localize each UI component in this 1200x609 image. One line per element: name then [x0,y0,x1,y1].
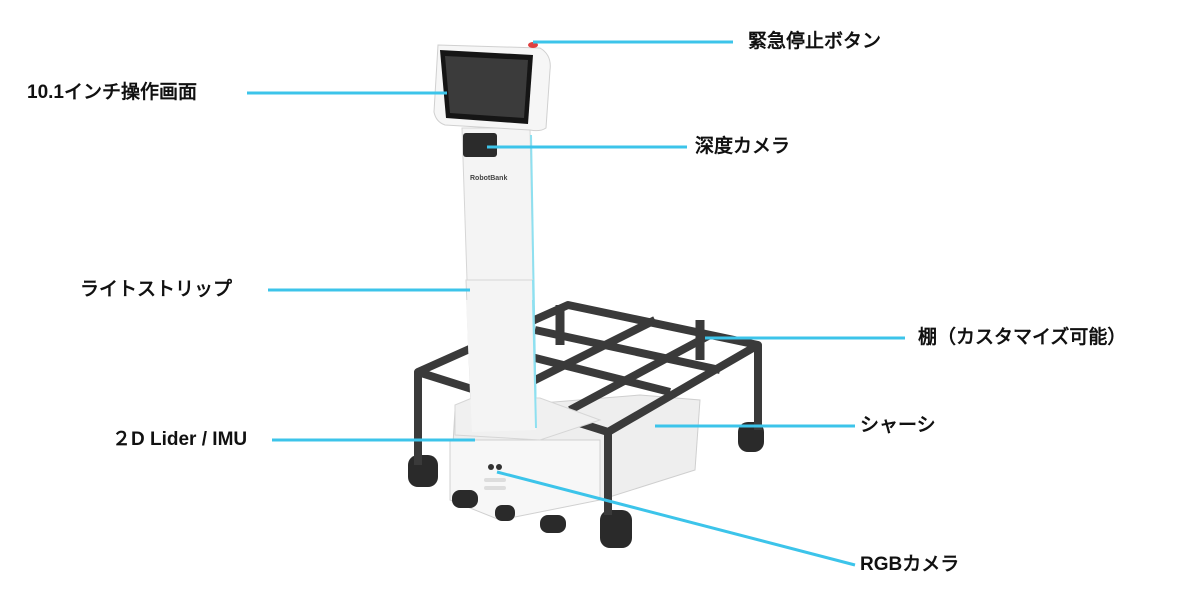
leader-rgb-camera [496,470,856,567]
label-emergency-stop: 緊急停止ボタン [748,31,882,52]
label-chassis: シャーシ [860,415,936,436]
label-touchscreen: 10.1インチ操作画面 [27,82,197,103]
label-rgb-camera: RGBカメラ [860,554,960,575]
rgb-camera-lens [488,464,494,470]
leader-lines [247,40,905,567]
label-light-strip: ライトストリップ [80,279,233,300]
label-depth-camera: 深度カメラ [695,136,791,157]
label-lidar-imu: ２D Lider / IMU [112,429,248,450]
label-shelf: 棚（カスタマイズ可能） [918,327,1127,348]
touchscreen [433,42,551,132]
brand-logo: RobotBank [470,175,507,182]
depth-camera-lens [463,133,497,157]
